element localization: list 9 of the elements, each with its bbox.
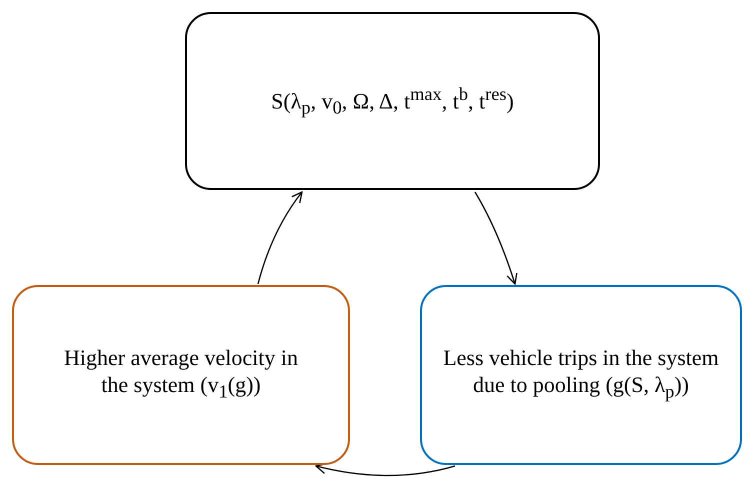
node-text: Higher average velocity in the system (v$_{1}$(g)) — [63, 344, 299, 404]
arrow — [474, 192, 518, 285]
arrow — [257, 191, 303, 284]
process-box — [12, 285, 350, 465]
node-text: S(λ$_{p}$, v$_{0}$, Ω, Δ, t$^{max}$, t$^{b}$, t$^{res}$) — [271, 82, 514, 120]
node-text: Less vehicle trips in the system due to pooling (g(S, λ$_{p}$)) — [442, 344, 720, 404]
process-box — [420, 285, 742, 465]
process-box — [185, 12, 600, 190]
arrow — [315, 462, 456, 476]
